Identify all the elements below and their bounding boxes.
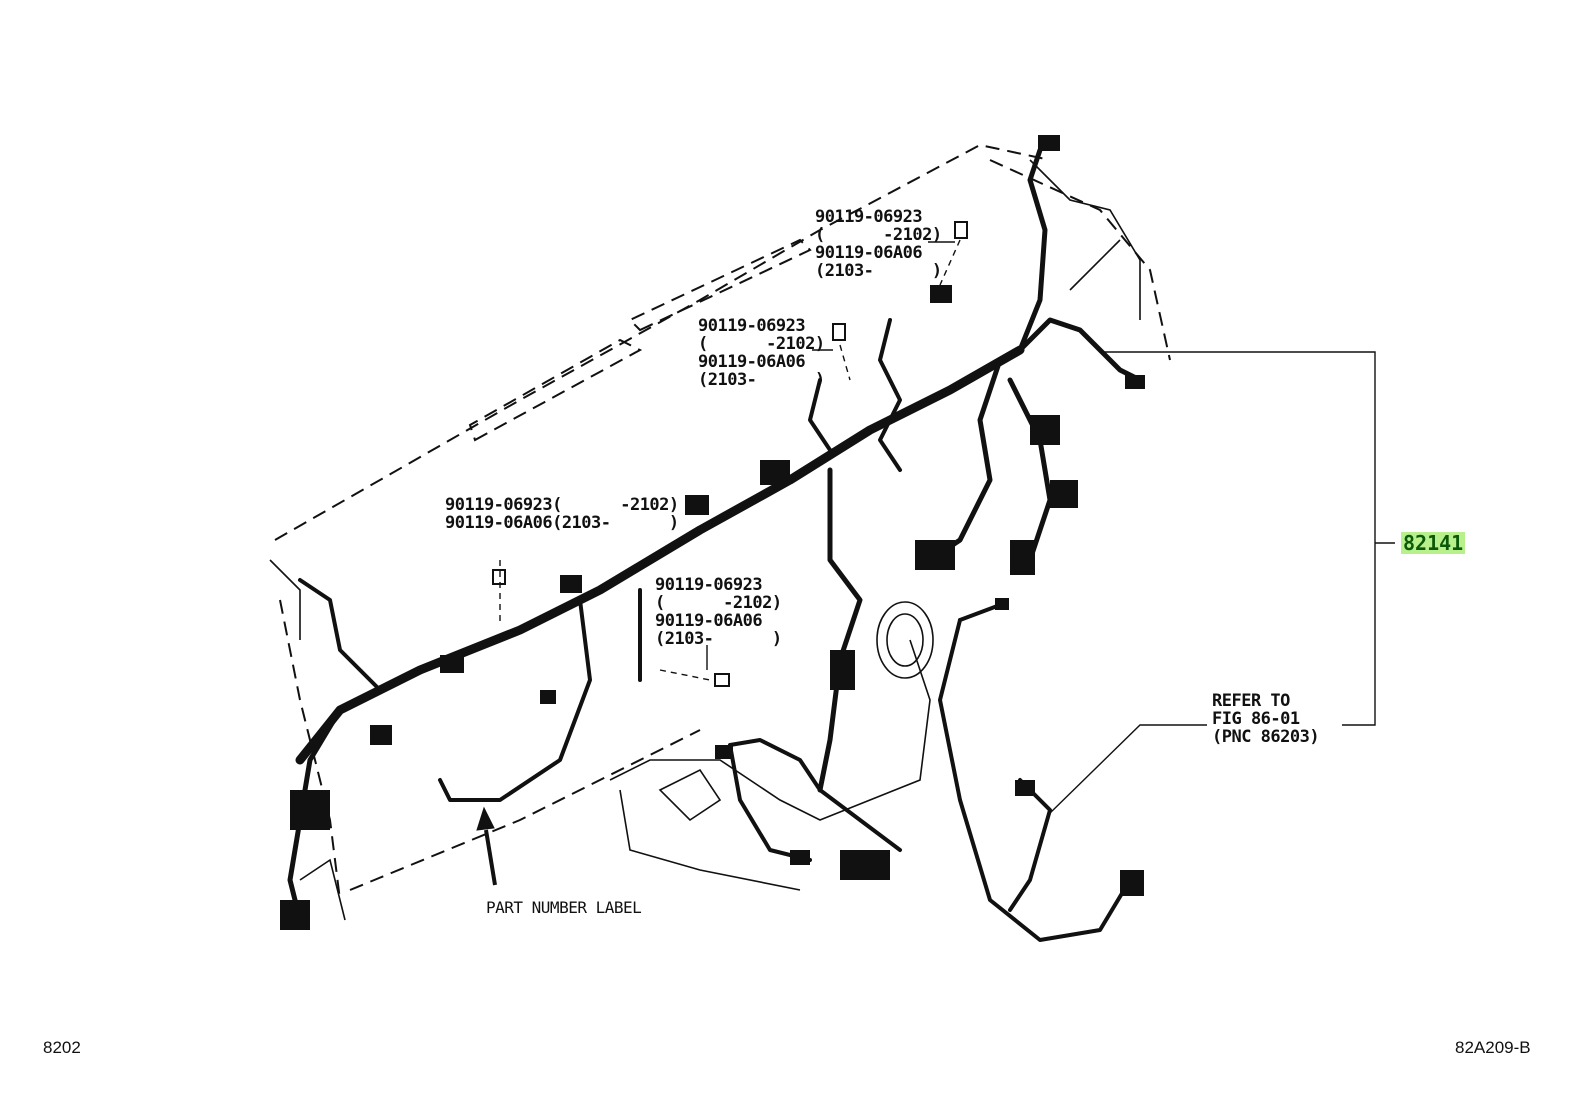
callout-text: ( -2102) — [655, 593, 782, 613]
callout-bolt-center: 90119-06923 ( -2102) 90119-06A06 (2103- … — [655, 576, 782, 648]
bolts — [492, 221, 968, 687]
harness-trunk — [287, 147, 1143, 942]
pnc-82141[interactable]: 82141 — [1401, 531, 1466, 555]
callout-text: (2103- ) — [815, 261, 942, 281]
dashboard-outline — [274, 143, 1171, 901]
callout-text: 90119-06923 — [655, 575, 763, 595]
callout-text: 90119-06A06 — [655, 611, 763, 631]
callout-text: (2103- ) — [698, 370, 825, 390]
label-arrow — [476, 806, 497, 886]
callout-text: 90119-06923 — [698, 316, 806, 336]
refer-text: FIG 86-01 — [1212, 709, 1300, 729]
callout-text: 90119-06923 — [815, 207, 923, 227]
callout-text: 90119-06A06 — [815, 243, 923, 263]
part-number-label-text: PART NUMBER LABEL — [486, 898, 642, 917]
callout-bolt-left: 90119-06923( -2102) 90119-06A06(2103- ) — [445, 496, 679, 532]
leader-lines — [499, 239, 1395, 816]
figure-code-left: 8202 — [43, 1038, 81, 1057]
callout-bolt-mid: 90119-06923 ( -2102) 90119-06A06 (2103- … — [698, 317, 825, 389]
callout-text: ( -2102) — [698, 334, 825, 354]
callout-text: 90119-06A06(2103- ) — [445, 513, 679, 533]
callout-text: (2103- ) — [655, 629, 782, 649]
figure-code-right: 82A209-B — [1455, 1038, 1531, 1057]
refer-text: (PNC 86203) — [1212, 727, 1320, 747]
refer-note: REFER TO FIG 86-01 (PNC 86203) — [1212, 691, 1320, 747]
callout-text: 90119-06A06 — [698, 352, 806, 372]
callout-text: 90119-06923( -2102) — [445, 495, 679, 515]
connectors — [280, 135, 1145, 930]
callout-bolt-top: 90119-06923 ( -2102) 90119-06A06 (2103- … — [815, 208, 942, 280]
callout-text: ( -2102) — [815, 225, 942, 245]
panel-body — [269, 159, 1141, 921]
refer-text: REFER TO — [1212, 691, 1290, 711]
